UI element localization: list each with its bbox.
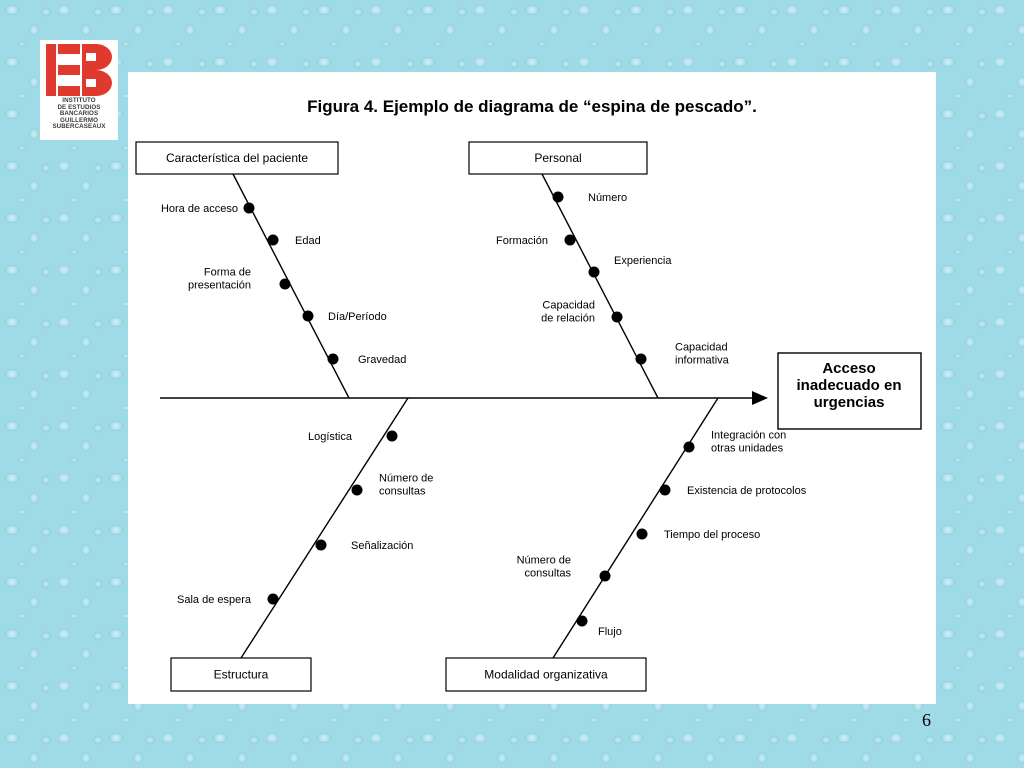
cause-label: Existencia de protocolos	[687, 485, 807, 497]
cause-label: Sala de espera	[177, 594, 252, 606]
cause-label: Gravedad	[358, 354, 406, 366]
institute-logo: INSTITUTO DE ESTUDIOS BANCARIOS GUILLERM…	[40, 40, 118, 140]
cause-label: Día/Período	[328, 311, 387, 323]
cause-label: Logística	[308, 431, 353, 443]
arrow-head	[752, 391, 768, 405]
category-box	[135, 141, 339, 175]
category-box	[170, 657, 312, 692]
cause-marker	[683, 441, 695, 453]
category-label: Personal	[534, 151, 581, 165]
cause-marker	[588, 266, 600, 278]
cause-label: Señalización	[351, 540, 413, 552]
cause-marker	[279, 278, 291, 290]
logo-text-line: DE ESTUDIOS	[57, 103, 101, 111]
cause-marker	[267, 593, 279, 605]
category-bone	[552, 397, 719, 659]
logo-text-line: SUBERCASEAUX	[52, 123, 106, 130]
cause-marker	[635, 353, 647, 365]
category-label: Característica del paciente	[166, 151, 308, 165]
category-bone	[240, 397, 409, 659]
logo-text-line: GUILLERMO	[59, 116, 99, 124]
cause-marker	[659, 484, 671, 496]
cause-marker	[564, 234, 576, 246]
cause-label: Flujo	[598, 626, 622, 638]
category-label: Estructura	[214, 668, 269, 682]
effect-box	[777, 352, 922, 430]
figure-panel: Figura 4. Ejemplo de diagrama de “espina…	[128, 72, 936, 704]
cause-marker	[611, 311, 623, 323]
cause-marker	[351, 484, 363, 496]
logo-text-line: INSTITUTO	[62, 97, 96, 104]
category-label: Modalidad organizativa	[484, 668, 608, 682]
logo-text-line: BANCARIOS	[59, 110, 99, 117]
fishbone-diagram: Figura 4. Ejemplo de diagrama de “espina…	[135, 97, 922, 692]
cause-marker	[243, 202, 255, 214]
cause-marker	[636, 528, 648, 540]
cause-label: Formación	[496, 235, 548, 247]
cause-marker	[576, 615, 588, 627]
figure-title: Figura 4. Ejemplo de diagrama de “espina…	[307, 97, 757, 116]
cause-marker	[327, 353, 339, 365]
cause-label: Experiencia	[614, 255, 672, 267]
cause-label: Tiempo del proceso	[664, 529, 760, 541]
cause-label: Hora de acceso	[161, 203, 238, 215]
cause-marker	[302, 310, 314, 322]
cause-label: Número	[588, 192, 627, 204]
cause-marker	[552, 191, 564, 203]
cause-marker	[267, 234, 279, 246]
category-box	[445, 657, 647, 692]
page-number: 6	[922, 710, 931, 730]
cause-marker	[315, 539, 327, 551]
ieb-logo-mark	[46, 44, 112, 96]
cause-marker	[599, 570, 611, 582]
cause-marker	[386, 430, 398, 442]
cause-label: Edad	[295, 235, 321, 247]
category-box	[468, 141, 648, 175]
